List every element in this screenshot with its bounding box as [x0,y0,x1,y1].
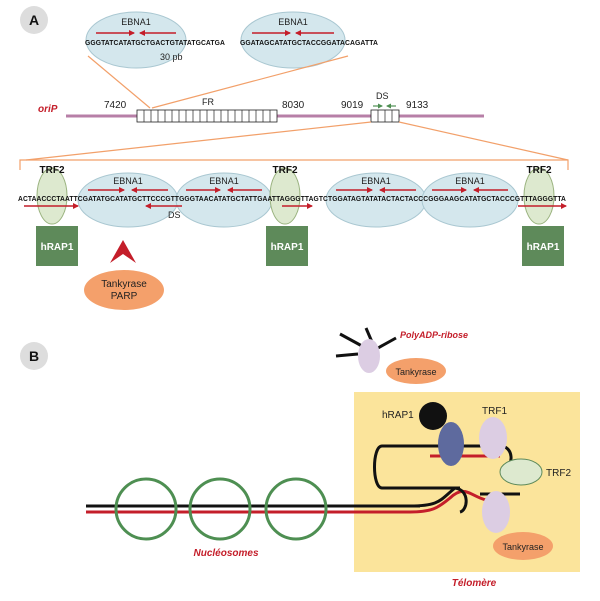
connector-line [87,55,151,109]
nucleosome [188,477,252,541]
top-ebna-site-1: EBNA1 GGGTATCATATGCTGACTGTATATGCATGA 30 … [85,11,225,69]
tankyrase-bound-label: Tankyrase [502,542,543,552]
trf2-ellipse [523,167,555,225]
coord-9019: 9019 [341,100,364,111]
nucleosome [264,477,328,541]
tankyrase-free-ellipse [386,358,446,384]
ebna1-ellipse [421,172,519,228]
tankyrase-free-label: Tankyrase [395,367,436,377]
hrap1-box [266,226,308,266]
hrap1-label: hRAP1 [527,242,560,253]
trf2-label: TRF2 [273,165,298,176]
ebna1-ellipse [240,11,346,69]
top-ebna-site-2: EBNA1 GGATAGCATATGCTACCGGATACAGATTA [240,11,378,69]
polyadp-ribose-group: PolyADP-ribose Tankyrase [335,327,468,384]
spacing-label: 30 pb [160,52,183,62]
orip-label: oriP [38,104,58,115]
ds-detail: EBNA1 EBNA1 EBNA1 EBNA1 TRF2 TRF2 TRF2 A… [18,165,567,310]
coord-8030: 8030 [282,100,305,111]
hrap1-label: hRAP1 [41,242,74,253]
tankyrase-parp-ellipse [84,270,164,310]
coord-9133: 9133 [406,100,429,111]
trf2-ellipse [36,167,68,225]
trf1-b-label: TRF1 [482,406,507,417]
hrap1-box [36,226,78,266]
nucleosomes-label: Nucléosomes [193,548,258,559]
fr-repeats [136,109,278,123]
trf1-protein-bottom [482,491,510,533]
ds-sequence: ACTAACCCTAATTCGATATGCATATGCTTCCCGTTGGGTA… [18,196,566,203]
polyadp-ribose-label: PolyADP-ribose [400,330,468,340]
ds-label: DS [168,210,181,220]
ebna1-label: EBNA1 [121,17,151,27]
ebna1-label: EBNA1 [209,176,239,186]
hrap1-label: hRAP1 [271,242,304,253]
chevron-up-icon [110,240,136,263]
ebna1-label: EBNA1 [113,176,143,186]
trf2-label: TRF2 [527,165,552,176]
top-sequence-1: GGGTATCATATGCTGACTGTATATGCATGA [85,40,225,47]
tankyrase-label: Tankyrase [101,279,147,290]
top-sequence-2: GGATAGCATATGCTACCGGATACAGATTA [240,40,378,47]
ds-bracket [19,121,569,170]
ebna1-label: EBNA1 [278,17,308,27]
tankyrase-parp-dimer [358,339,380,373]
panel-a-badge [20,6,48,34]
orip-map: oriP 7420 FR 8030 9019 9133 DS [38,91,484,123]
panel-b-letter: B [29,348,39,364]
tankyrase-bound-ellipse [493,532,553,560]
hrap1-black-circle [419,402,447,430]
ds-element [370,103,400,123]
coord-7420: 7420 [104,100,127,111]
trf2-label: TRF2 [40,165,65,176]
panel-b-badge [20,342,48,370]
ebna1-label: EBNA1 [361,176,391,186]
hrap1-protein [438,422,464,466]
ebna1-ellipse [85,11,187,69]
fr-label: FR [202,97,214,107]
hrap1-box [522,226,564,266]
trf2-protein [499,458,543,486]
trf1-protein-top [479,417,507,459]
panel-b: B PolyADP-ribose Tankyrase [20,327,580,589]
panel-a: A EBNA1 GGGTATCATATGCTGACTGTATATGCATGA 3… [18,6,569,310]
telomere-label: Télomère [452,578,497,589]
ds-label-top: DS [376,91,389,101]
trf2-ellipse [269,167,301,225]
hrap1-b-label: hRAP1 [382,410,414,421]
trf2-b-label: TRF2 [546,468,571,479]
ebna1-label: EBNA1 [455,176,485,186]
connector-line [151,55,349,109]
nucleosome [114,477,178,541]
parp-label: PARP [111,291,138,302]
panel-a-letter: A [29,12,39,28]
